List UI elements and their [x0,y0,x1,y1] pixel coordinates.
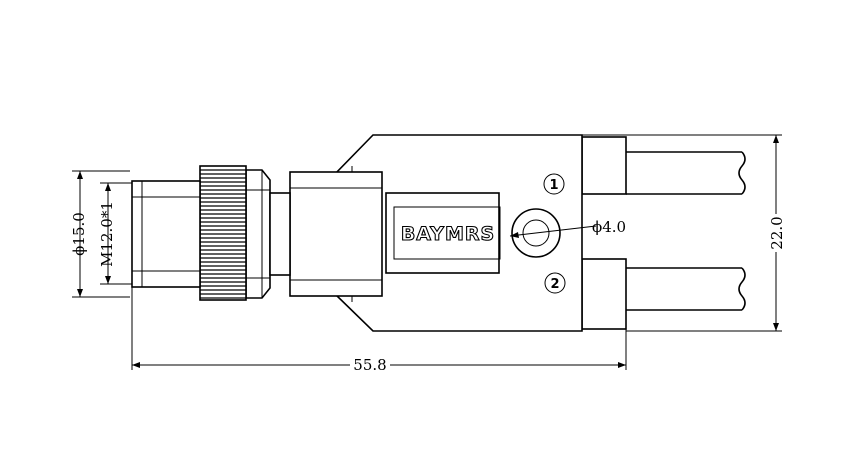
cable-marker-1-circle [543,173,565,195]
cable-marker-2-circle [544,272,566,294]
cable-marker-2: 2 [550,277,559,292]
dim-total-length: 55.8 [131,287,627,374]
brand-label: BAYMRS [401,223,495,245]
dim-outer-diameter-label: ϕ15.0 [70,212,88,256]
dim-height-label: 22.0 [768,216,786,249]
dim-thread: M12.0*1 [98,182,132,285]
dim-thread-label: M12.0*1 [98,201,116,267]
connector-body: BAYMRS 1 2 [289,134,583,332]
dim-outer-diameter: ϕ15.0 [70,170,130,298]
cable-marker-1: 1 [549,178,558,193]
dim-hole-diameter-label: ϕ4.0 [592,218,626,236]
dim-hole-diameter: ϕ4.0 [509,218,626,238]
hex-nut [245,169,291,299]
dim-total-length-label: 55.8 [353,356,386,374]
front-socket [131,180,201,288]
knurled-coupling [199,165,247,301]
cable-outlets [581,136,746,330]
dim-height: 22.0 [582,134,786,332]
